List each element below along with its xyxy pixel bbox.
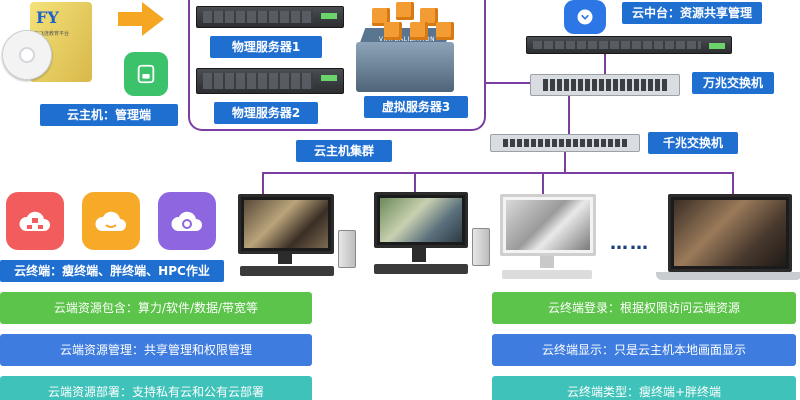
cube-icon [420, 8, 438, 26]
switch-1g-icon [490, 134, 640, 152]
monitor-stand [412, 248, 426, 262]
cube-icon [396, 2, 414, 20]
monitor-stand [540, 256, 554, 268]
terminal-display-bar: 云终端显示：只是云主机本地画面显示 [492, 334, 796, 366]
link-line [486, 82, 530, 84]
mgmt-label: 云主机：管理端 [40, 104, 178, 126]
mgmt-app-icon [124, 52, 168, 96]
refresh-cloud-icon [158, 192, 216, 250]
cube-icon [436, 22, 454, 40]
terminal-monitor [238, 194, 334, 254]
terminal-monitor [500, 194, 596, 256]
laptop-screen [668, 194, 792, 272]
link-line [386, 140, 490, 142]
switch-1g-label: 千兆交换机 [648, 132, 738, 154]
cluster-label: 云主机集群 [296, 140, 392, 162]
cube-icon [372, 8, 390, 26]
link-line [732, 172, 734, 194]
virtualization-text: VIRTUALIZATION [378, 36, 436, 43]
monitor-stand [278, 254, 292, 264]
cluster-border [188, 0, 486, 131]
link-line [604, 54, 606, 74]
resource-content-bar: 云端资源包含：算力/软件/数据/带宽等 [0, 292, 312, 324]
link-line [262, 172, 734, 174]
virtual-server-icon [356, 42, 454, 92]
link-line [262, 172, 264, 194]
terminal-monitor [374, 192, 468, 248]
resource-management-bar: 云端资源管理：共享管理和权限管理 [0, 334, 312, 366]
switch-10g-label: 万兆交换机 [692, 72, 774, 94]
keyboard-icon [374, 264, 468, 274]
link-line [542, 172, 544, 194]
link-line [564, 152, 566, 172]
resource-deployment-bar: 云端资源部署：支持私有云和公有云部署 [0, 376, 312, 400]
keyboard-icon [502, 270, 592, 279]
switch-10g-icon [530, 74, 680, 96]
link-line [414, 172, 416, 192]
server-2-label: 物理服务器2 [214, 102, 318, 124]
cube-icon [410, 22, 428, 40]
physical-server-2-icon [196, 68, 344, 94]
terminal-type-bar: 云终端类型：瘦终端+胖终端 [492, 376, 796, 400]
arrow-right-icon [118, 2, 164, 40]
pc-tower-icon [472, 228, 490, 266]
terminals-label: 云终端：瘦终端、胖终端、HPC作业 [0, 260, 224, 282]
server-1-label: 物理服务器1 [210, 36, 322, 58]
ellipsis-text: …… [610, 233, 650, 254]
terminal-login-bar: 云终端登录：根据权限访问云端资源 [492, 292, 796, 324]
cloud-server-icon [526, 36, 732, 54]
cd-disc-icon [2, 30, 52, 80]
org-cloud-icon [6, 192, 64, 250]
link-line [568, 96, 570, 134]
brand-subtitle: 云飞连教育平台 [34, 31, 70, 37]
brand-logo: FY [36, 8, 59, 27]
server-3-label: 虚拟服务器3 [364, 96, 468, 118]
cloud-mid-label: 云中台：资源共享管理 [622, 2, 762, 24]
cube-icon [384, 22, 402, 40]
laptop-base-icon [656, 272, 800, 280]
cloud-icon [82, 192, 140, 250]
physical-server-1-icon [196, 6, 344, 28]
pc-tower-icon [338, 230, 356, 268]
cloud-mid-icon [564, 0, 606, 34]
keyboard-icon [240, 266, 334, 276]
